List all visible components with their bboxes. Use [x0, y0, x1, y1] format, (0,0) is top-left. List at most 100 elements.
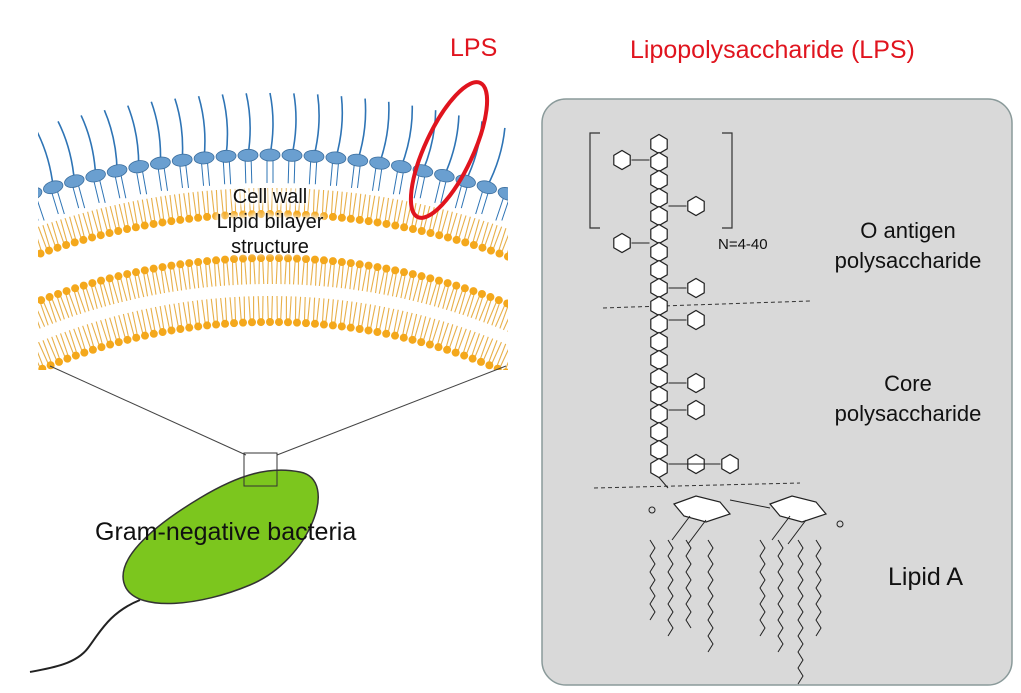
lipid — [412, 272, 426, 303]
lipid — [495, 228, 508, 258]
lipid — [203, 257, 213, 288]
lipid — [310, 255, 319, 286]
lipid — [54, 289, 70, 320]
ester-link — [671, 515, 691, 541]
lipid — [364, 194, 376, 226]
lps-molecule — [150, 101, 171, 191]
lipid — [64, 216, 79, 247]
glucosamine-ring — [768, 495, 828, 523]
lipid — [373, 305, 386, 337]
lipid — [140, 266, 153, 297]
lipid — [425, 318, 440, 349]
lps-molecule — [0, 143, 24, 227]
hexagon-icon — [721, 453, 739, 475]
lipid — [221, 255, 230, 286]
hexagon-icon — [687, 309, 705, 331]
lipid — [82, 324, 97, 354]
lps-molecule — [38, 187, 45, 221]
lipid — [127, 311, 141, 342]
lipid — [88, 279, 103, 309]
lipid — [274, 254, 283, 285]
lps-molecule — [259, 92, 281, 183]
lipid — [12, 235, 28, 264]
lipid — [109, 204, 123, 235]
lipid — [248, 296, 257, 327]
lipid — [274, 296, 283, 327]
lipid — [519, 310, 536, 339]
lipid — [183, 192, 194, 223]
lipid — [301, 188, 311, 219]
lipid-a-structure — [648, 495, 844, 685]
lipid — [292, 254, 301, 285]
hexagon-icon — [650, 439, 668, 461]
lipid — [211, 189, 221, 221]
lipid — [131, 268, 145, 299]
repeat-bracket-right — [722, 132, 733, 229]
o-antigen-line-1: O antigen — [860, 218, 956, 243]
hexagon-icon — [613, 232, 631, 254]
lipid — [478, 293, 495, 323]
hexagon-icon — [650, 223, 668, 245]
fatty-acid-chain — [667, 539, 674, 637]
lipid — [46, 336, 63, 366]
lipid — [229, 188, 239, 219]
lipid — [82, 211, 97, 242]
lipid — [55, 333, 72, 363]
hexagon-icon — [650, 367, 668, 389]
lps-molecule — [391, 105, 414, 195]
lps-molecule — [369, 101, 390, 191]
lipid — [38, 225, 54, 255]
lipid — [173, 193, 185, 224]
lipid — [114, 272, 128, 303]
lipid — [337, 191, 348, 222]
zoom-line-left — [49, 365, 247, 456]
lipid — [46, 222, 62, 252]
lipid — [45, 293, 62, 323]
hexagon-icon — [613, 149, 631, 171]
lipid — [512, 235, 528, 264]
hexagon-icon — [650, 385, 668, 407]
glucosamine-ring — [672, 495, 732, 523]
lipid — [502, 361, 508, 370]
sugar-chain — [613, 133, 739, 489]
lipid — [0, 360, 14, 388]
flagellum — [29, 599, 141, 673]
hexagon-icon — [650, 313, 668, 335]
fatty-acid-chain — [707, 539, 714, 653]
lps-molecule — [215, 94, 237, 185]
fatty-acid-chain — [685, 539, 692, 629]
lipid — [20, 303, 36, 332]
hexagon-icon — [650, 151, 668, 173]
lps-molecule — [171, 98, 193, 189]
lipid — [470, 289, 486, 320]
lipid — [4, 310, 21, 339]
lipid — [3, 238, 19, 267]
hexagon-icon — [650, 241, 668, 263]
lipid — [494, 299, 508, 329]
lipid — [248, 188, 257, 219]
lipid — [364, 304, 376, 335]
lipid — [230, 255, 239, 286]
lipid — [477, 336, 494, 366]
lipid — [485, 340, 502, 370]
lipid — [445, 281, 461, 312]
lipid — [301, 297, 311, 328]
lipid — [79, 281, 95, 312]
lipid — [118, 203, 132, 234]
bacteria-label: Gram-negative bacteria — [95, 518, 357, 546]
lipid — [426, 207, 440, 238]
lipid — [239, 254, 248, 285]
lipid — [182, 301, 194, 332]
lipid — [336, 258, 346, 289]
lipid — [353, 260, 364, 291]
lipid — [13, 351, 30, 380]
lipid — [154, 305, 167, 337]
lipid — [337, 300, 348, 331]
lipid — [310, 297, 320, 328]
lipid — [435, 209, 449, 240]
glycosidic-bond — [658, 477, 669, 489]
core-line-2: polysaccharide — [834, 401, 982, 426]
lipid — [12, 306, 28, 335]
lipid — [149, 264, 162, 295]
lipid — [105, 274, 120, 305]
